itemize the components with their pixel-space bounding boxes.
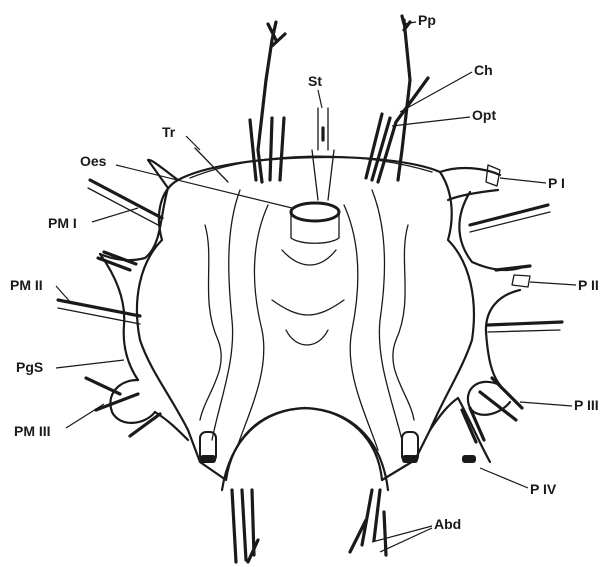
right-connective bbox=[372, 190, 402, 440]
leader-pm3 bbox=[66, 404, 104, 428]
pm2-right-thin bbox=[488, 330, 560, 332]
label-st: St bbox=[308, 73, 322, 89]
leg-nerve-p2-stub bbox=[512, 275, 530, 287]
right-internal-nerve bbox=[393, 225, 414, 420]
label-p4: P IV bbox=[530, 481, 557, 497]
label-p3: P III bbox=[574, 397, 599, 413]
pm1-left bbox=[90, 180, 162, 218]
pm2-right bbox=[488, 322, 562, 325]
left-connective-inner bbox=[236, 205, 268, 450]
leader-abd-2 bbox=[380, 528, 432, 552]
label-pm1: PM I bbox=[48, 215, 77, 231]
oesophagus-tube bbox=[291, 212, 339, 243]
label-pm2: PM II bbox=[10, 277, 43, 293]
leader-abd-1 bbox=[372, 526, 432, 542]
label-pm3: PM III bbox=[14, 423, 51, 439]
abdominal-nerves-left bbox=[232, 490, 258, 562]
label-p2: P II bbox=[578, 277, 599, 293]
leader-p1 bbox=[500, 178, 546, 183]
leader-p3 bbox=[520, 402, 572, 406]
leader-p2 bbox=[530, 282, 576, 285]
right-connective-inner bbox=[344, 205, 378, 450]
right-wall-upper bbox=[459, 192, 520, 270]
leader-st bbox=[318, 90, 322, 108]
label-opt: Opt bbox=[472, 107, 496, 123]
label-ch: Ch bbox=[474, 62, 493, 78]
leader-tr bbox=[186, 136, 200, 150]
leader-oes bbox=[116, 165, 292, 208]
oesophagus-opening bbox=[291, 203, 339, 221]
left-internal-nerve bbox=[200, 225, 221, 420]
pedipalp-nerve-right bbox=[398, 20, 410, 180]
leader-pgs bbox=[56, 360, 124, 368]
cut-end-right bbox=[402, 455, 418, 463]
label-pp: Pp bbox=[418, 12, 436, 28]
left-anterior-nerves bbox=[250, 118, 284, 180]
leader-pm1 bbox=[92, 208, 138, 222]
cut-end-p4 bbox=[462, 455, 476, 463]
leader-p4 bbox=[480, 468, 528, 488]
leg-nerve-p1-stub bbox=[486, 165, 500, 186]
abdominal-nerves-right bbox=[350, 490, 386, 555]
label-pgs: PgS bbox=[16, 359, 43, 375]
ganglion-outline bbox=[137, 157, 474, 480]
label-p1: P I bbox=[548, 175, 565, 191]
central-fold bbox=[272, 250, 344, 345]
optic-nerves bbox=[366, 114, 390, 180]
right-wall-mid bbox=[486, 290, 520, 385]
top-arc bbox=[190, 156, 432, 178]
left-lower-wall bbox=[155, 412, 188, 440]
leg-nerve-left-4 bbox=[130, 414, 160, 436]
pm2-left-thin bbox=[58, 308, 140, 324]
leg-nerve-p2 bbox=[496, 266, 530, 270]
stomatogastric-nerve bbox=[312, 108, 334, 200]
left-connective bbox=[212, 190, 240, 440]
label-oes: Oes bbox=[80, 153, 107, 169]
label-tr: Tr bbox=[162, 124, 176, 140]
left-wall-upper bbox=[100, 160, 178, 260]
cut-end-left bbox=[200, 455, 216, 463]
label-abd: Abd bbox=[434, 516, 461, 532]
